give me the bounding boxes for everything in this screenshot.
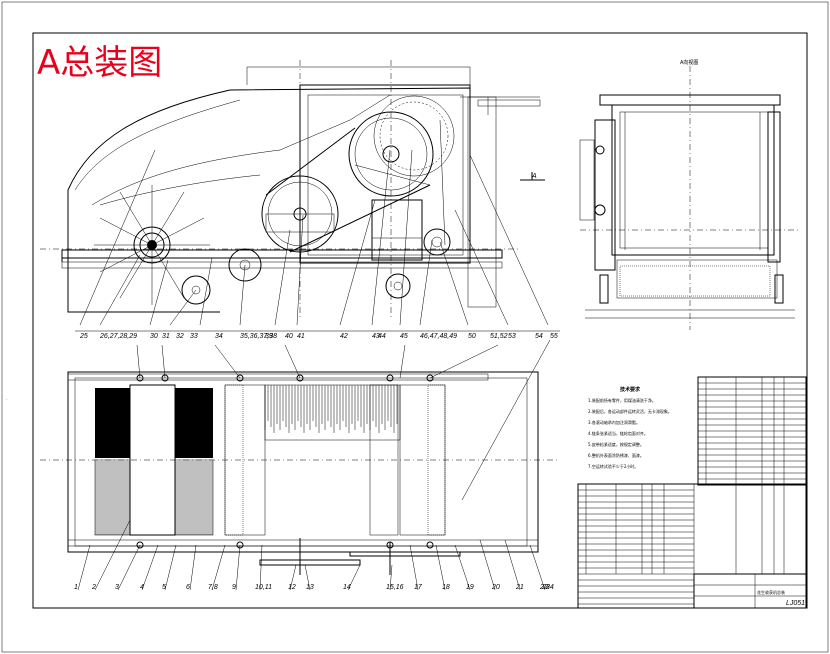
part-number-label: 13 <box>306 584 314 591</box>
part-number-label: 14 <box>343 584 351 591</box>
part-number-label: 32 <box>176 333 184 340</box>
part-number-label: 26,27,28,29 <box>99 333 137 340</box>
section-arrow-label: A <box>531 173 537 180</box>
part-number-label: 40 <box>285 333 293 340</box>
tech-req-line: 4.链条张紧适当，链轮齿面对齐。 <box>588 430 648 436</box>
part-number-label: 35,36,37,38 <box>240 333 277 340</box>
part-number-label: 50 <box>468 333 476 340</box>
pickup-reel <box>94 185 210 305</box>
part-number-label: 53 <box>508 333 516 340</box>
tech-req-line: 6.整机外表面涂防锈漆、面漆。 <box>588 452 644 458</box>
part-number-label: 4 <box>140 584 144 591</box>
tech-req-line: 5.皮带松紧适度，按规定调整。 <box>588 441 644 447</box>
part-number-label: 24 <box>545 584 554 591</box>
side-view-a: A向视图 <box>579 59 800 330</box>
plan-view <box>40 339 560 591</box>
threshing-drum-teeth <box>264 384 401 441</box>
part-number-label: 42 <box>340 333 348 340</box>
part-number-label: 18 <box>442 584 450 591</box>
parts-list <box>577 376 807 609</box>
part-number-label: 1 <box>74 584 78 591</box>
front-elevation-view: A <box>40 60 549 326</box>
part-number-label: 31 <box>162 333 170 340</box>
comb-panel-dark <box>95 388 130 458</box>
part-number-label: 54 <box>535 333 543 340</box>
tech-req-heading: 技术要求 <box>620 386 641 393</box>
part-number-label: 33 <box>190 333 198 340</box>
margin-mark: . <box>6 396 7 401</box>
part-number-label: 2 <box>91 584 96 591</box>
drawing-code: LJ051 <box>786 600 805 607</box>
part-number-label: 17 <box>414 584 423 591</box>
part-number-label: 41 <box>297 333 305 340</box>
technical-requirements: 技术要求 1.装配前所有零件，用煤油清洗干净。 2.装配后，各运动部件运转灵活，无… <box>588 386 672 469</box>
part-number-label: 5 <box>162 584 166 591</box>
part-number-label: 30 <box>150 333 158 340</box>
drawing-border <box>32 32 808 609</box>
part-number-label: 25 <box>79 333 88 340</box>
part-number-label: 20 <box>491 584 500 591</box>
part-number-label: 6 <box>186 584 190 591</box>
tech-req-line: 2.装配后，各运动部件运转灵活，无卡滞现象。 <box>588 408 672 414</box>
part-number-label: 43 <box>372 333 380 340</box>
part-number-label: 3 <box>115 584 119 591</box>
part-number-label: 44 <box>378 333 386 340</box>
part-number-label: 46,47,48,49 <box>420 333 457 340</box>
tech-req-line: 7.空运转试验不少于2小时。 <box>588 463 638 469</box>
view-a-label: A向视图 <box>680 59 698 66</box>
tech-req-line: 1.装配前所有零件，用煤油清洗干净。 <box>588 397 656 403</box>
part-number-label: 12 <box>288 584 296 591</box>
part-number-label: 15,16 <box>386 584 404 591</box>
part-number-label: 39 <box>265 333 273 340</box>
part-number-label: 7,8 <box>208 584 218 591</box>
part-number-label: 10,11 <box>255 584 272 591</box>
part-number-label: 23 <box>541 584 550 591</box>
part-number-label: 19 <box>466 584 474 591</box>
title-block: 花生收获机总装 LJ051 <box>693 573 807 609</box>
part-number-label: 9 <box>232 584 236 591</box>
part-number-label: 22 <box>539 584 548 591</box>
part-number-label: 51,52 <box>490 333 508 340</box>
part-number-label: 45 <box>400 333 408 340</box>
tech-req-line: 3.各滚动轴承内加注润滑脂。 <box>588 419 640 425</box>
drawing-name: 花生收获机总装 <box>757 589 785 595</box>
part-number-label: 34 <box>215 333 223 340</box>
drawing-title: A总装图 <box>37 43 162 83</box>
part-number-label: 55 <box>550 333 558 340</box>
part-number-label: 21 <box>515 584 524 591</box>
